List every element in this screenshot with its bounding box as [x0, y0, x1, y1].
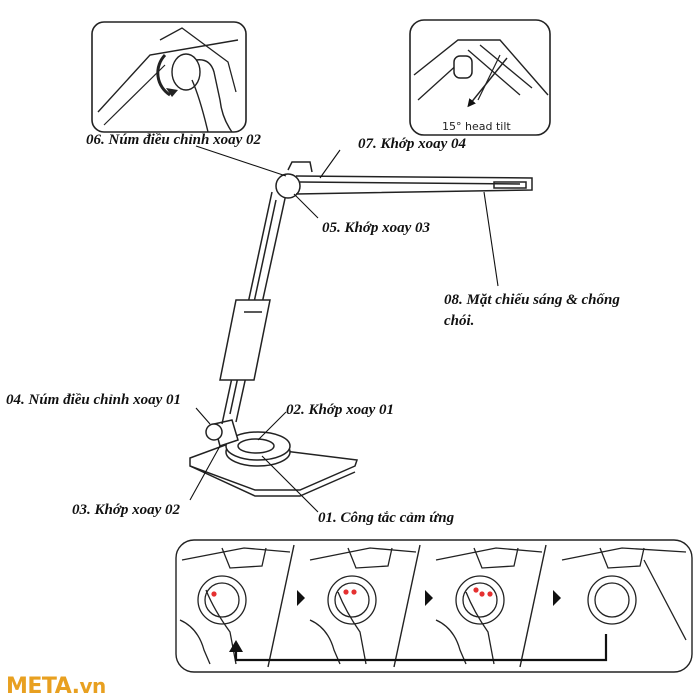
label-joint-04: 07. Khớp xoay 04: [358, 136, 467, 152]
meta-logo-tld: vn: [79, 674, 107, 698]
label-light-surface: 08. Mặt chiếu sáng & chống chói.: [444, 292, 620, 329]
next-arrow-icon: [425, 590, 433, 606]
touch-panel-4: [561, 547, 687, 641]
sequence-arrows: [297, 590, 561, 606]
touch-dot: [343, 589, 349, 595]
label-joint-02: 03. Khớp xoay 02: [72, 502, 181, 518]
next-arrow-icon: [553, 590, 561, 606]
touch-panel-1: [179, 547, 291, 665]
loop-back-arrow: [234, 634, 608, 662]
touch-dot: [479, 591, 485, 597]
touch-sequence-strip: [175, 539, 693, 673]
touch-dot: [487, 591, 493, 597]
loop-arrow-head-icon: [229, 640, 243, 652]
head-tilt-caption: 15° head tilt: [442, 120, 511, 133]
touch-dot: [473, 587, 479, 593]
inset-knob-02: [91, 21, 247, 133]
inset-head-tilt: [409, 19, 551, 136]
label-knob-01: 04. Núm điều chỉnh xoay 01: [6, 392, 182, 408]
label-knob-02: 06. Núm điều chỉnh xoay 02: [86, 132, 262, 148]
label-touch-switch: 01. Công tắc cảm ứng: [318, 510, 455, 526]
meta-logo: META.vn: [6, 674, 106, 699]
next-arrow-icon: [297, 590, 305, 606]
label-joint-01: 02. Khớp xoay 01: [286, 402, 395, 418]
touch-panel-3: [435, 547, 543, 665]
meta-logo-dot: .: [71, 674, 80, 699]
touch-dot: [351, 589, 357, 595]
touch-panel-2: [309, 547, 417, 665]
leader-lines: [189, 145, 499, 513]
touch-dot: [211, 591, 217, 597]
label-joint-03: 05. Khớp xoay 03: [322, 220, 431, 236]
meta-logo-brand: META: [6, 674, 72, 699]
